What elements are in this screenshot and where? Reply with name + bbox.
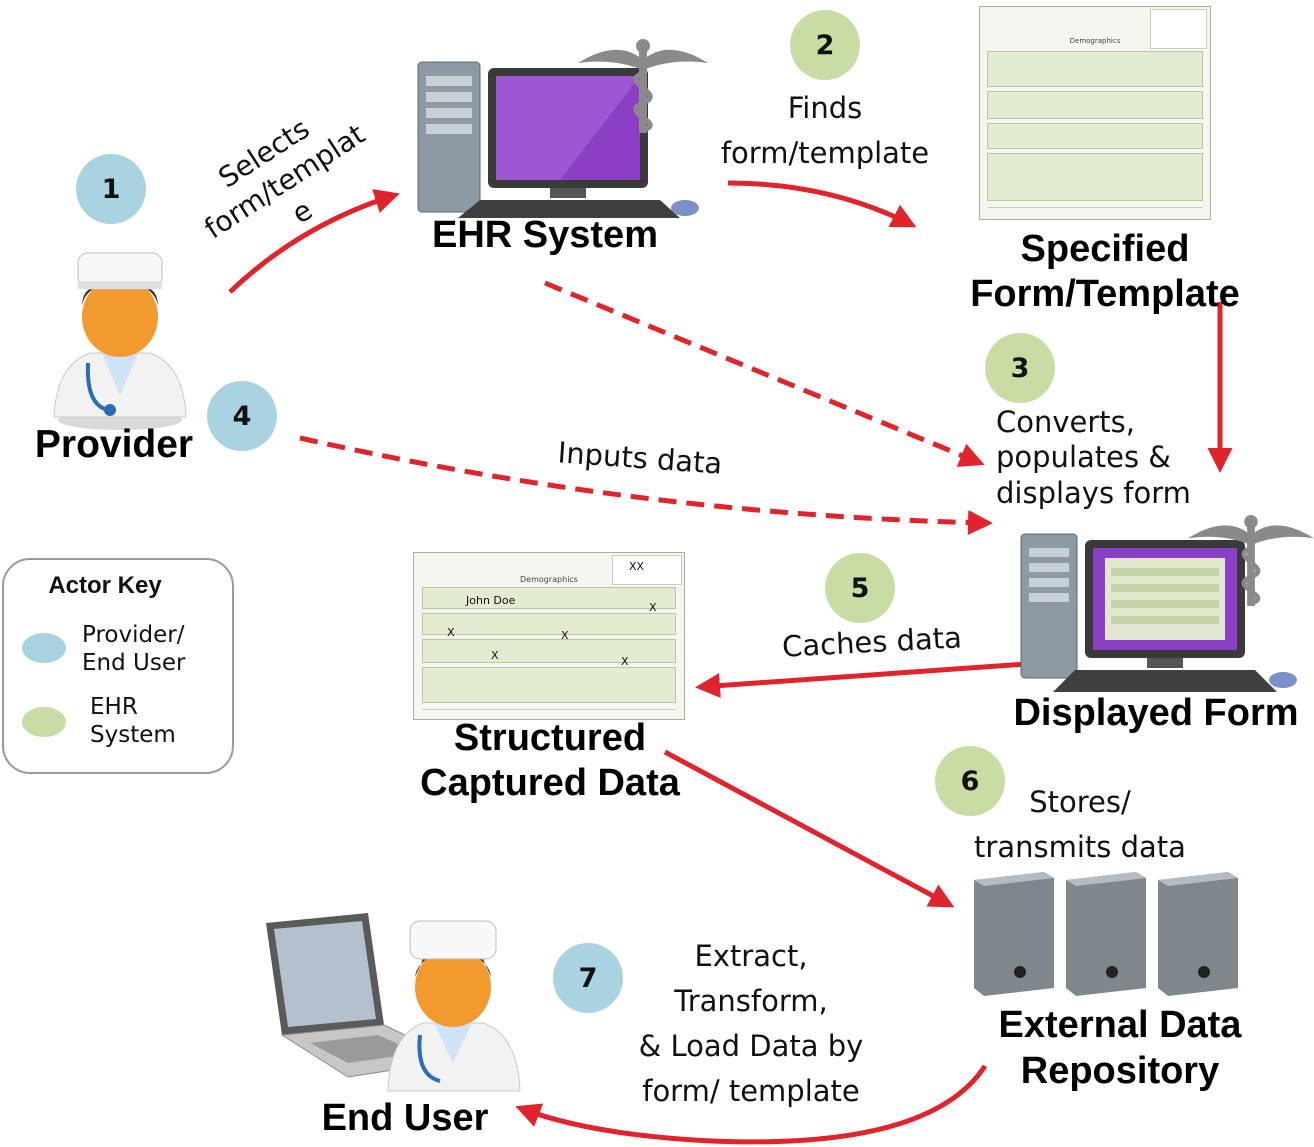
arrow-displayed-to-structured — [695, 660, 1041, 699]
repository-line: Repository — [1020, 1049, 1220, 1092]
extract-line: Extract, — [694, 939, 808, 973]
structured-data-label: Structured Captured Data — [385, 716, 715, 806]
step-badge-7: 7 — [553, 943, 623, 1013]
extract-line: Transform, — [674, 983, 828, 1018]
caduceus-icon — [1188, 514, 1314, 606]
repository-label: External Data Repository — [960, 1003, 1280, 1094]
server-rack-icon — [974, 872, 1238, 996]
checkbox-mark: X — [561, 629, 569, 642]
caduceus-icon — [578, 39, 708, 133]
checkbox-mark: X — [491, 649, 499, 662]
checkbox-mark: X — [649, 601, 657, 614]
doctor-icon — [53, 252, 187, 430]
form-heading: Demographics — [520, 575, 578, 584]
arrow-repository-to-end-user — [515, 1064, 988, 1145]
name-field-value: John Doe — [466, 594, 516, 607]
extract-label: Extract, Transform, & Load Data by form/… — [620, 934, 882, 1114]
specified-form-line: Specified — [1020, 228, 1190, 270]
structured-data-line: Captured Data — [420, 761, 680, 804]
converts-label: Converts, populates & displays form — [996, 405, 1211, 511]
displayed-form-label: Displayed Form — [1013, 692, 1299, 734]
converts-line: displays form — [996, 475, 1191, 510]
specified-form-preview: Demographics — [979, 6, 1211, 220]
step-badge-6: 6 — [935, 746, 1005, 816]
provider-key-line: Provider/ — [82, 622, 185, 648]
ehr-key-line: EHR — [90, 694, 138, 720]
extract-line: form/ template — [642, 1073, 860, 1108]
provider-key-label: Provider/ End User — [82, 622, 185, 677]
provider-swatch — [22, 633, 66, 663]
step-badge-2: 2 — [790, 10, 860, 80]
checkbox-mark: X — [621, 655, 629, 668]
checkbox-mark: X — [447, 626, 455, 639]
checkbox-mark: XX — [629, 560, 645, 573]
laptop-doctor-icon — [266, 913, 521, 1092]
arrow-ehr-to-displayed-dashed — [544, 280, 985, 467]
finds-line: form/template — [720, 135, 930, 170]
end-user-label: End User — [321, 1097, 489, 1139]
stores-line: transmits data — [974, 829, 1186, 864]
step-badge-5: 5 — [825, 553, 895, 623]
arrow-structured-to-repository — [663, 749, 955, 908]
ehr-system-label: EHR System — [432, 214, 658, 256]
arrow-provider-to-ehr — [228, 189, 400, 294]
specified-form-label: Specified Form/Template — [940, 227, 1270, 317]
specified-form-line: Form/Template — [970, 272, 1240, 315]
structured-data-preview: Demographics John Doe XX X X X X X — [413, 552, 685, 720]
structured-data-line: Structured — [453, 717, 647, 759]
repository-line: External Data — [998, 1004, 1242, 1046]
provider-key-line: End User — [82, 649, 186, 676]
ehr-key-line: System — [90, 721, 176, 748]
ehr-swatch — [22, 707, 66, 737]
stores-label: Stores/ transmits data — [955, 780, 1205, 870]
step-badge-1: 1 — [76, 154, 146, 224]
actor-key-legend: Actor Key Provider/ End User EHR System — [2, 558, 234, 774]
converts-line: Converts, — [996, 405, 1135, 439]
finds-line: Finds — [787, 91, 863, 125]
provider-label: Provider — [34, 423, 194, 466]
arrow-ehr-to-form — [727, 180, 917, 228]
form-heading: Demographics — [1069, 37, 1121, 45]
step-badge-4: 4 — [207, 381, 277, 451]
actor-key-title: Actor Key — [48, 572, 162, 599]
workstation-icon — [417, 61, 699, 218]
finds-label: Finds form/template — [700, 86, 950, 176]
step-badge-3: 3 — [985, 333, 1055, 403]
workstation-icon — [1020, 533, 1297, 692]
ehr-key-label: EHR System — [90, 694, 176, 749]
converts-line: populates & — [996, 440, 1171, 475]
arrow-provider-inputs-dashed — [299, 435, 993, 536]
extract-line: & Load Data by — [638, 1028, 864, 1063]
stores-line: Stores/ — [1029, 785, 1131, 819]
